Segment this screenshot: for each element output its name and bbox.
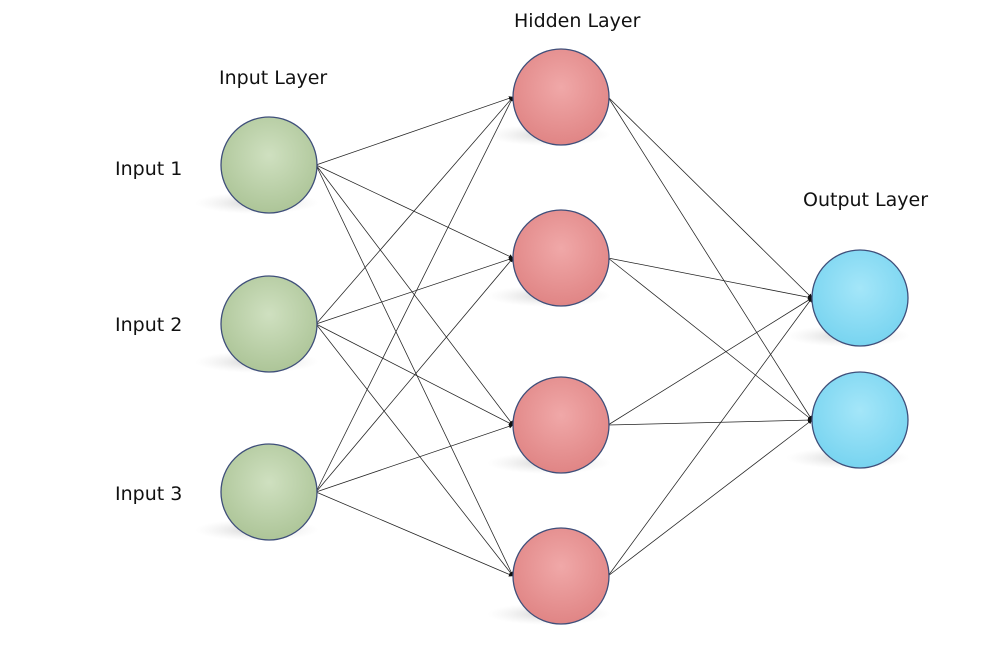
input-1-label: Input 1 <box>115 158 182 180</box>
connection-input-3-to-hidden-4 <box>315 491 514 577</box>
input-layer-title: Input Layer <box>219 67 327 89</box>
connections <box>315 96 813 577</box>
connection-hidden-1-to-output-1 <box>607 96 813 299</box>
connection-hidden-2-to-output-1 <box>607 257 813 300</box>
input-node-3 <box>220 443 318 541</box>
input-3-label: Input 3 <box>115 483 182 505</box>
input-node-1 <box>220 116 318 214</box>
connection-input-1-to-hidden-2 <box>315 164 514 259</box>
output-layer-title: Output Layer <box>803 189 928 211</box>
connection-input-1-to-hidden-1 <box>315 96 514 166</box>
connection-input-3-to-hidden-2 <box>315 257 514 493</box>
connection-hidden-3-to-output-1 <box>607 297 813 426</box>
output-node-2 <box>811 371 909 469</box>
connection-input-2-to-hidden-2 <box>315 257 514 325</box>
input-node-2 <box>220 275 318 373</box>
connection-hidden-1-to-output-2 <box>607 96 813 421</box>
hidden-layer-title: Hidden Layer <box>514 10 641 32</box>
connection-input-2-to-hidden-4 <box>315 323 514 577</box>
connection-hidden-4-to-output-1 <box>607 297 813 577</box>
connection-hidden-3-to-output-2 <box>608 417 813 426</box>
output-node-1 <box>811 249 909 347</box>
nodes <box>220 48 909 625</box>
connection-hidden-4-to-output-2 <box>607 419 813 577</box>
hidden-node-2 <box>512 209 610 307</box>
hidden-node-4 <box>512 527 610 625</box>
connection-input-3-to-hidden-1 <box>315 96 514 493</box>
connection-input-3-to-hidden-3 <box>315 424 514 493</box>
connection-input-1-to-hidden-4 <box>315 164 514 577</box>
connection-input-2-to-hidden-1 <box>315 96 514 325</box>
input-2-label: Input 2 <box>115 314 182 336</box>
connection-hidden-2-to-output-2 <box>607 257 813 421</box>
hidden-node-1 <box>512 48 610 146</box>
hidden-node-3 <box>512 376 610 474</box>
